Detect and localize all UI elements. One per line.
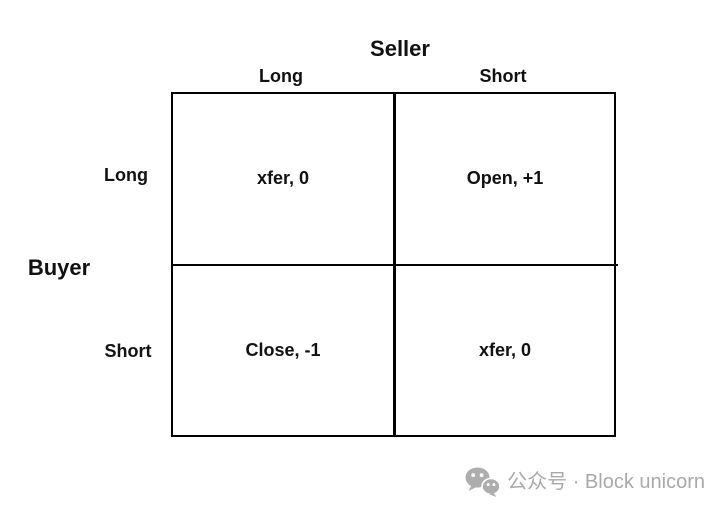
col-header-seller-short: Short	[479, 66, 527, 86]
grid-horizontal-divider	[173, 263, 618, 266]
row-header-buyer-short: Short	[104, 341, 152, 361]
matrix-grid: xfer, 0 Open, +1 Close, -1 xfer, 0	[171, 92, 618, 437]
cell-buyer-long-seller-long: xfer, 0	[256, 168, 310, 188]
cell-buyer-long-seller-short: Open, +1	[466, 168, 544, 188]
wechat-icon	[465, 467, 501, 497]
cell-buyer-short-seller-long: Close, -1	[245, 340, 321, 360]
seller-axis-title: Seller	[370, 36, 430, 61]
buyer-axis-title: Buyer	[27, 255, 91, 280]
cell-buyer-short-seller-short: xfer, 0	[478, 340, 532, 360]
watermark-text: 公众号 · Block unicorn	[507, 471, 705, 493]
watermark: 公众号 · Block unicorn	[465, 464, 705, 500]
row-header-buyer-long: Long	[104, 165, 148, 185]
col-header-seller-long: Long	[259, 66, 303, 86]
